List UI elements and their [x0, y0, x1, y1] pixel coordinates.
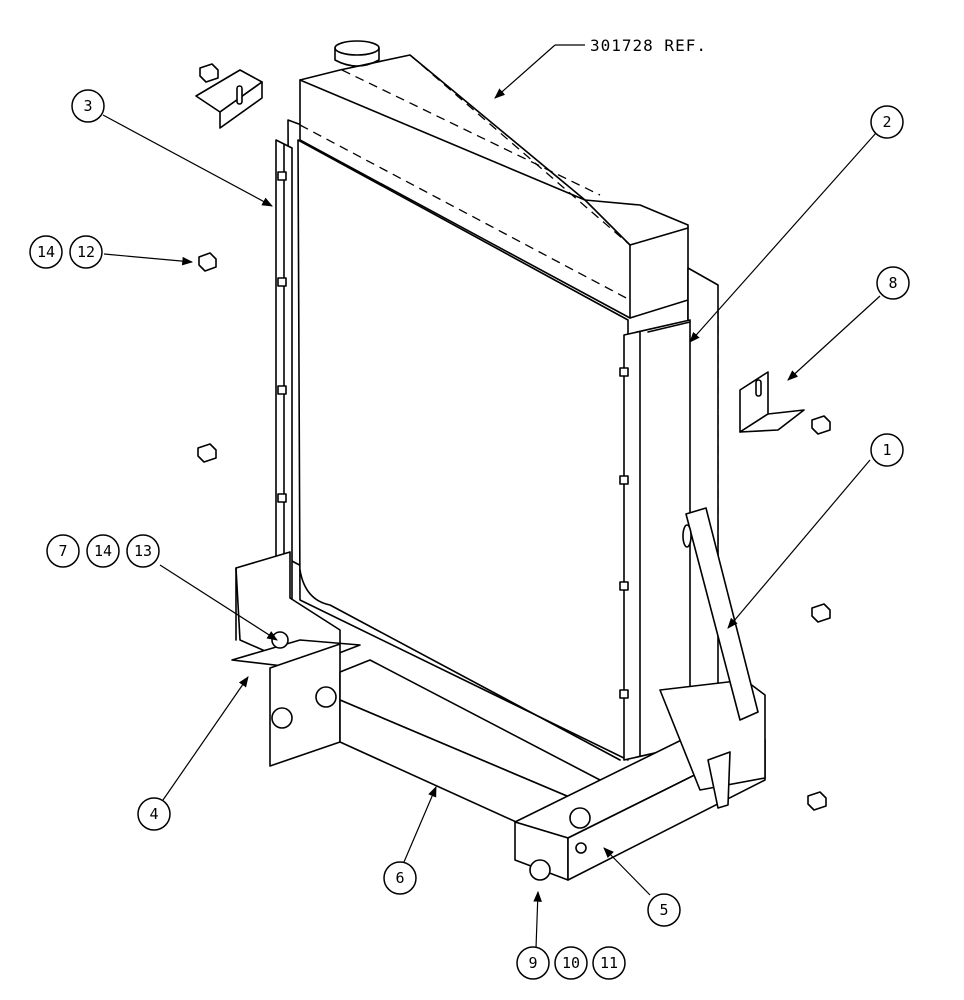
svg-text:10: 10: [562, 954, 580, 972]
callout-12: 12: [69, 235, 103, 269]
leader-lines: [102, 114, 881, 949]
svg-text:7: 7: [58, 542, 67, 560]
svg-text:5: 5: [659, 901, 668, 919]
svg-text:13: 13: [134, 542, 152, 560]
svg-text:6: 6: [395, 869, 404, 887]
hardware: [195, 63, 831, 881]
svg-text:8: 8: [888, 274, 897, 292]
svg-text:4: 4: [149, 805, 158, 823]
bolt: [811, 415, 831, 435]
svg-text:14: 14: [37, 243, 55, 261]
svg-text:2: 2: [882, 113, 891, 131]
bolt: [198, 252, 217, 272]
callout-4: 4: [137, 797, 171, 831]
callout-11: 11: [592, 946, 626, 980]
callout-2: 2: [870, 105, 904, 139]
angle-bracket-8: [739, 371, 805, 433]
bolt: [199, 63, 219, 83]
reference-callout: 301728 REF.: [494, 36, 707, 99]
svg-text:9: 9: [528, 954, 537, 972]
callout-10: 10: [554, 946, 588, 980]
callout-14-upper: 14: [29, 235, 63, 269]
callout-7: 7: [46, 534, 80, 568]
bolt: [197, 443, 217, 463]
angle-bracket-top: [195, 69, 263, 129]
callout-1: 1: [870, 433, 904, 467]
svg-text:14: 14: [94, 542, 112, 560]
filler-cap: [334, 40, 380, 67]
callout-8: 8: [876, 266, 910, 300]
svg-text:12: 12: [77, 243, 95, 261]
svg-text:1: 1: [882, 441, 891, 459]
bolt: [811, 603, 831, 623]
svg-text:11: 11: [600, 954, 618, 972]
callout-5: 5: [647, 893, 681, 927]
bolt: [807, 791, 827, 811]
callout-9: 9: [516, 946, 550, 980]
callout-6: 6: [383, 861, 417, 895]
callout-14-lower: 14: [86, 534, 120, 568]
callout-13: 13: [126, 534, 160, 568]
callout-3: 3: [71, 89, 105, 123]
reference-label: 301728 REF.: [590, 36, 707, 55]
side-channel-left: [275, 139, 293, 603]
svg-text:3: 3: [83, 97, 92, 115]
radiator: [287, 40, 719, 761]
